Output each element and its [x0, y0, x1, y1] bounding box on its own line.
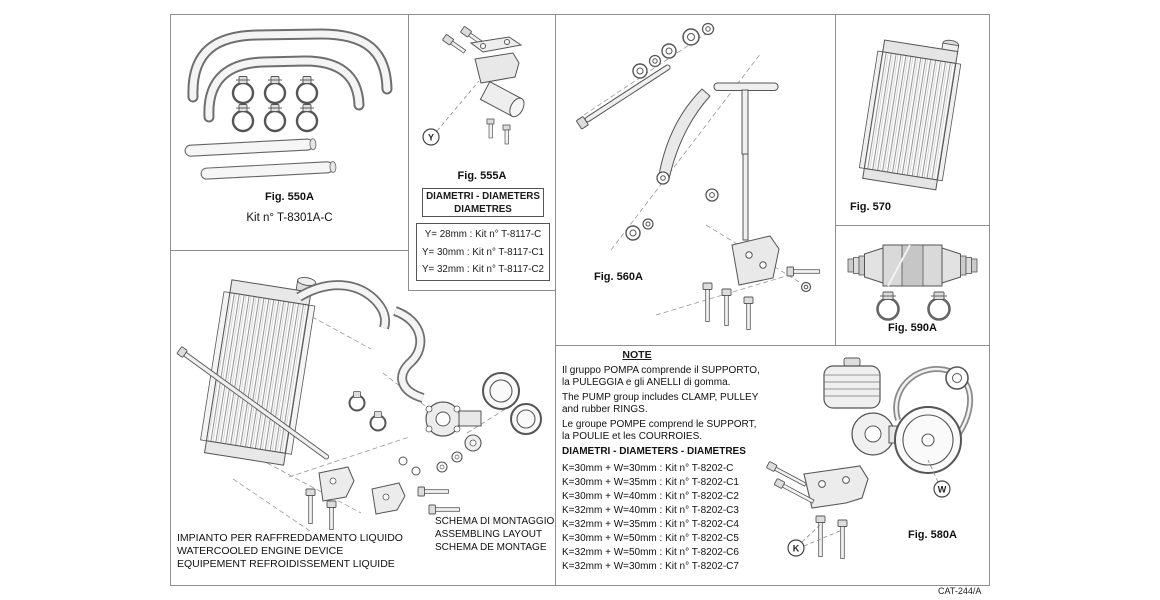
cooling-system-caption: IMPIANTO PER RAFFREDDAMENTO LIQUIDO WATE…: [177, 532, 403, 571]
note-paragraph-fr: Le groupe POMPE comprend le SUPPORT, la …: [562, 419, 757, 442]
hose-clamp-kit-drawing: [184, 28, 393, 180]
bolts-bottom: [702, 266, 820, 330]
fig-580a-label: Fig. 580A: [908, 529, 957, 541]
header-line-2: DIAMETRES: [454, 204, 512, 215]
kit-row: Y= 28mm : Kit n° T-8117-C: [424, 229, 542, 240]
panel-fig-550a: Fig. 550A Kit n° T-8301A-C: [170, 14, 409, 251]
kit-row: Y= 30mm : Kit n° T-8117-C1: [422, 246, 544, 258]
pump-drawing: [425, 372, 542, 473]
washers-mid: [625, 188, 719, 241]
kit-row: K=30mm + W=50mm : Kit n° T-8202-C5: [562, 533, 739, 544]
kit-row: K=32mm + W=40mm : Kit n° T-8202-C3: [562, 505, 739, 516]
kit-row: K=30mm + W=40mm : Kit n° T-8202-C2: [562, 491, 739, 502]
callout-circle: [787, 539, 805, 557]
fig-590a-label: Fig. 590A: [888, 322, 937, 334]
diameters-table-header: DIAMETRI - DIAMETERS DIAMETRES: [422, 188, 544, 217]
leader-lines: [232, 312, 516, 534]
bolt-icon: [815, 515, 848, 559]
radiator-body: [858, 39, 962, 191]
kit-row: Y= 32mm : Kit n° T-8117-C2: [422, 264, 544, 275]
caption-line: IMPIANTO PER RAFFREDDAMENTO LIQUIDO: [177, 532, 403, 544]
kit-row: K=32mm + W=50mm : Kit n° T-8202-C6: [562, 547, 739, 558]
finned-body: [823, 357, 881, 409]
screw-icon: [486, 118, 511, 145]
kit-row: K=30mm + W=30mm : Kit n° T-8202-C: [562, 463, 734, 474]
bolt-icon: [774, 478, 815, 504]
lever-arm: [658, 88, 711, 180]
pump-diameters-table-header: DIAMETRI - DIAMETERS - DIAMETRES: [562, 446, 746, 457]
radiator-core-drawing: [858, 39, 962, 191]
kit-row: K=32mm + W=35mm : Kit n° T-8202-C4: [562, 519, 739, 530]
callout-k: K: [793, 544, 800, 554]
fig-555a-label: Fig. 555A: [457, 170, 507, 182]
water-pump-drawing: K W: [766, 357, 974, 559]
support-bracket: [803, 465, 869, 509]
bolt-icon: [442, 34, 467, 54]
panel-cooling-assembly: SCHEMA DI MONTAGGIO ASSEMBLING LAYOUT SC…: [170, 250, 556, 586]
caption-line: SCHEMA DE MONTAGE: [435, 542, 547, 553]
tie-rod-drawing: [176, 346, 330, 460]
pulley: [894, 406, 962, 474]
curved-hoses: [187, 28, 393, 123]
diameters-kit-table: Y= 28mm : Kit n° T-8117-C Y= 30mm : Kit …: [416, 223, 550, 281]
panel-fig-590a: Fig. 590A: [835, 225, 990, 346]
clamp-icons: [231, 75, 319, 133]
note-paragraph-it: Il gruppo POMPA comprende il SUPPORTO, l…: [562, 365, 760, 388]
fig-550a-label: Fig. 550A: [265, 191, 314, 203]
long-rod: [576, 64, 671, 130]
vertical-rod: [742, 153, 749, 241]
kit-row: K=32mm + W=30mm : Kit n° T-8202-C7: [562, 561, 739, 572]
callout-circle: [933, 480, 951, 498]
t-handle: [713, 82, 779, 155]
panel-note-fig-580a: NOTE Il gruppo POMPA comprende il SUPPOR…: [555, 345, 990, 586]
bolt-icon: [766, 461, 807, 487]
panel-fig-560a: Fig. 560A: [555, 14, 836, 346]
straight-tubes: [184, 138, 337, 180]
panel-fig-555a: Y Fig. 555A DIAMETRI - DIAMETERS DIAMETR…: [408, 14, 556, 291]
s-hose-drawing: [392, 306, 426, 403]
caption-line: WATERCOOLED ENGINE DEVICE: [177, 545, 344, 557]
bracket: [474, 52, 520, 84]
belt: [893, 366, 974, 447]
upper-hose-drawing: [296, 280, 391, 330]
fitting-assembly-drawing: Y: [422, 26, 525, 146]
fig-570-label: Fig. 570: [850, 201, 891, 213]
pump-diameters-kit-table: K=30mm + W=30mm : Kit n° T-8202-C K=30mm…: [562, 462, 739, 574]
note-title: NOTE: [622, 349, 652, 361]
note-paragraph-en: The PUMP group includes CLAMP, PULLEY an…: [562, 392, 759, 415]
cooling-system-assembly-drawing: [176, 277, 542, 534]
callout-y: Y: [428, 133, 434, 143]
panel-fig-570: Fig. 570: [835, 14, 990, 226]
fig-560a-label: Fig. 560A: [594, 271, 643, 283]
kit-row: K=30mm + W=35mm : Kit n° T-8202-C1: [562, 477, 739, 488]
caption-line: ASSEMBLING LAYOUT: [435, 529, 543, 540]
caption-line: SCHEMA DI MONTAGGIO: [435, 516, 555, 527]
callout-w: W: [938, 485, 947, 495]
mount-bracket: [731, 235, 780, 286]
washers-top: [632, 22, 715, 79]
callout-circle: [422, 128, 440, 146]
brackets-and-bolts: [305, 456, 460, 530]
fig-550a-kit-number: Kit n° T-8301A-C: [246, 212, 333, 224]
caption-line: EQUIPEMENT REFROIDISSEMENT LIQUIDE: [177, 558, 395, 570]
pedal-linkage-drawing: [576, 22, 820, 330]
clamp-icons: [876, 290, 951, 321]
hose-clamps: [348, 391, 387, 432]
assembly-layout-caption: SCHEMA DI MONTAGGIO ASSEMBLING LAYOUT SC…: [435, 515, 554, 554]
header-line-1: DIAMETRI - DIAMETERS: [426, 191, 540, 202]
catalog-reference: CAT-244/A: [938, 586, 982, 596]
filter-body: [847, 244, 978, 287]
cylinder-fitting: [479, 81, 525, 118]
inline-filter-drawing: [847, 244, 978, 321]
